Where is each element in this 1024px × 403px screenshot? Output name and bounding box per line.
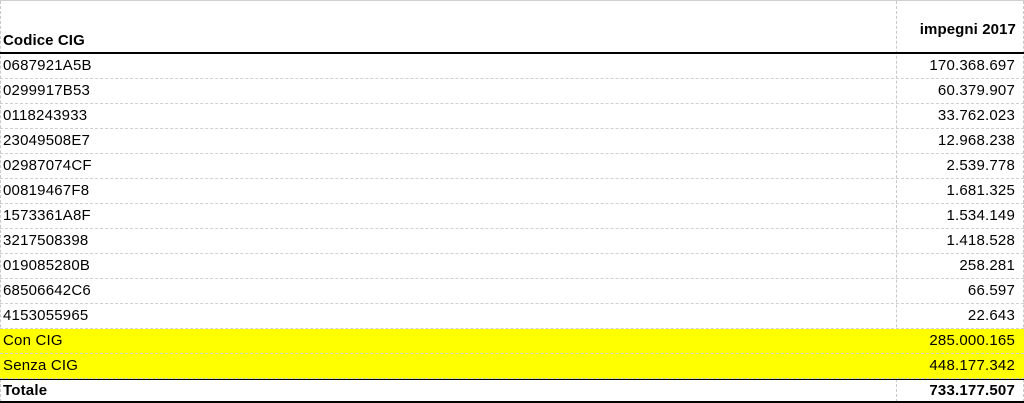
amount-cell: 258.281 [959,257,1015,274]
amount-cell: 170.368.697 [929,57,1015,74]
cig-code-cell: 23049508E7 [3,132,91,149]
summary-label: Senza CIG [3,357,79,374]
amount-cell: 1.418.528 [946,232,1015,249]
left-edge-gridline [0,1,1,402]
table-row: 0118243933 33.762.023 [0,104,1024,129]
header-row: Codice CIG impegni 2017 [0,1,1024,54]
summary-label: Con CIG [3,332,63,349]
amount-cell: 33.762.023 [937,107,1015,124]
summary-row-senza-cig: Senza CIG 448.177.342 [0,354,1024,379]
table-row: 0299917B53 60.379.907 [0,79,1024,104]
amount-cell: 2.539.778 [946,157,1015,174]
cig-code-cell: 02987074CF [3,157,92,174]
table-row: 3217508398 1.418.528 [0,229,1024,254]
header-impegni-2017: impegni 2017 [919,21,1016,38]
summary-amount: 285.000.165 [929,332,1015,349]
summary-amount: 448.177.342 [929,357,1015,374]
amount-cell: 1.681.325 [946,182,1015,199]
cig-code-cell: 68506642C6 [3,282,91,299]
amount-cell: 66.597 [967,282,1015,299]
table-body: 0687921A5B 170.368.697 0299917B53 60.379… [0,54,1024,403]
table-row: 68506642C6 66.597 [0,279,1024,304]
table-row: 0687921A5B 170.368.697 [0,54,1024,79]
cig-code-cell: 0118243933 [3,107,88,124]
cig-code-cell: 019085280B [3,257,91,274]
cig-code-cell: 1573361A8F [3,207,91,224]
amount-cell: 12.968.238 [937,132,1015,149]
column-divider [896,1,897,402]
cig-code-cell: 0299917B53 [3,82,91,99]
table-row: 1573361A8F 1.534.149 [0,204,1024,229]
amount-cell: 22.643 [967,307,1015,324]
cig-code-cell: 4153055965 [3,307,89,324]
table-row: 019085280B 258.281 [0,254,1024,279]
table-row: 00819467F8 1.681.325 [0,179,1024,204]
total-row: Totale 733.177.507 [0,379,1024,403]
total-label: Totale [3,382,48,399]
table-row: 02987074CF 2.539.778 [0,154,1024,179]
amount-cell: 1.534.149 [946,207,1015,224]
cig-code-cell: 0687921A5B [3,57,92,74]
amount-cell: 60.379.907 [937,82,1015,99]
table-row: 4153055965 22.643 [0,304,1024,329]
table-row: 23049508E7 12.968.238 [0,129,1024,154]
cig-code-cell: 3217508398 [3,232,89,249]
summary-row-con-cig: Con CIG 285.000.165 [0,329,1024,354]
header-codice-cig: Codice CIG [3,32,85,49]
total-amount: 733.177.507 [929,382,1015,399]
cig-code-cell: 00819467F8 [3,182,90,199]
